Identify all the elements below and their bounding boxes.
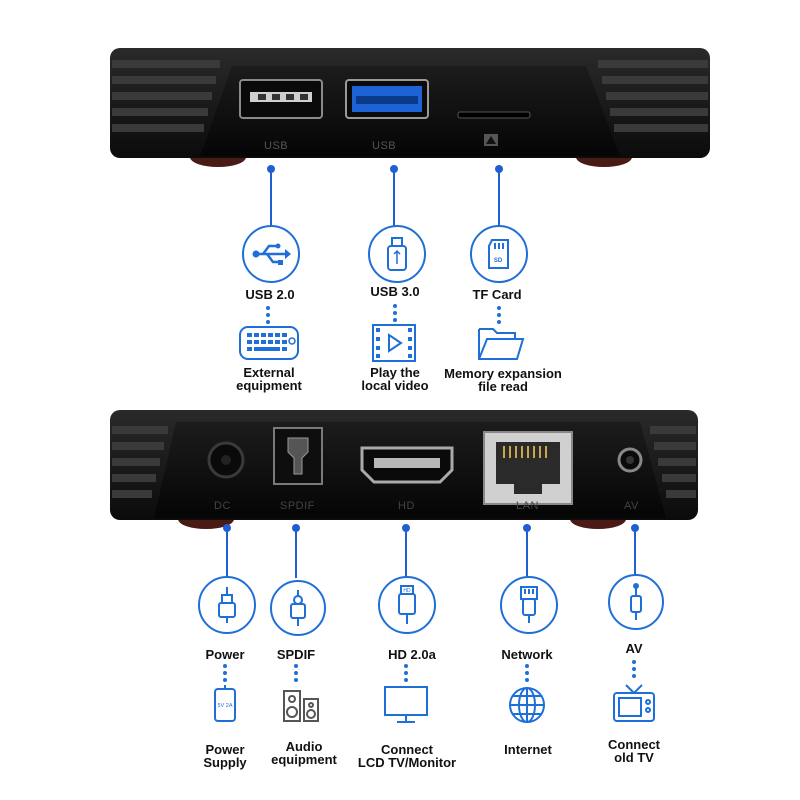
port-label-spdif: SPDIF [280, 500, 315, 512]
port-label-usb-3: USB [372, 140, 397, 152]
network-use-line-1: Internet [504, 742, 552, 757]
connector-line-av [634, 530, 636, 576]
av-jack-icon [630, 583, 642, 620]
usb-3-circle [368, 225, 426, 283]
power-plug-icon [218, 587, 236, 623]
connector-dot-lan [523, 524, 531, 532]
usb-3-use-line-1: Play the [370, 365, 420, 380]
spdif-label: SPDIF [276, 647, 316, 662]
hdmi-cable-icon: HD [398, 585, 416, 624]
video-play-icon-wrap [364, 322, 424, 364]
sd-card-icon: SD [488, 239, 509, 269]
tf-use-line-2: file read [478, 379, 528, 394]
svg-text:HD: HD [403, 588, 411, 594]
dots-hd [404, 664, 408, 685]
dots-power [223, 664, 227, 685]
hd-circle: HD [378, 576, 436, 634]
dots-usb3 [393, 304, 397, 325]
connector-dot-dc [223, 524, 231, 532]
tf-card-label: TF Card [472, 287, 522, 302]
globe-icon-wrap [505, 684, 549, 726]
old-tv-icon-wrap [610, 682, 658, 726]
keyboard-icon [239, 326, 299, 360]
tf-card-circle: SD [470, 225, 528, 283]
globe-icon [509, 687, 545, 723]
connector-line-lan [526, 530, 528, 578]
adapter-rating-text: 5V 2A [218, 703, 233, 709]
usb-2-circle [242, 225, 300, 283]
bottom-device-body [110, 410, 698, 529]
video-play-icon [372, 324, 416, 362]
usb-2-label: USB 2.0 [245, 287, 295, 302]
port-label-lan: LAN [516, 500, 539, 512]
dots-usb2 [266, 306, 270, 327]
dots-av [632, 660, 636, 681]
network-label: Network [501, 647, 553, 662]
tf-use-line-1: Memory expansion [444, 366, 562, 381]
connector-dot-hd [402, 524, 410, 532]
hd-label: HD 2.0a [388, 647, 436, 662]
usb-stick-icon [387, 237, 407, 271]
connector-line-dc [226, 530, 228, 578]
hd-use-line-1: Connect [381, 742, 433, 757]
av-label: AV [625, 641, 643, 656]
connector-dot-usb2 [267, 165, 275, 173]
connector-dot-tf [495, 165, 503, 173]
monitor-icon [384, 686, 428, 723]
connector-line-spdif [295, 530, 297, 578]
hd-use-line-2: LCD TV/Monitor [357, 755, 457, 770]
dots-tf [497, 306, 501, 327]
power-adapter-icon-wrap: 5V 2A [210, 684, 240, 726]
usb-3-use-line-2: local video [361, 378, 429, 393]
bottom-device: DC SPDIF HD LAN AV [0, 400, 800, 540]
monitor-icon-wrap [382, 684, 430, 726]
top-device-body [110, 48, 710, 167]
power-use-line-2: Supply [203, 755, 247, 770]
connector-dot-spdif [292, 524, 300, 532]
port-label-hd: HD [398, 500, 415, 512]
svg-text:SD: SD [494, 258, 503, 264]
connector-line-usb2 [270, 170, 272, 228]
av-use-line-1: Connect [608, 737, 660, 752]
port-label-av: AV [624, 500, 639, 512]
network-circle [500, 576, 558, 634]
power-label: Power [205, 647, 245, 662]
dots-network [525, 664, 529, 685]
connector-line-usb3 [393, 170, 395, 226]
usb-3-label: USB 3.0 [370, 284, 420, 299]
usb-2-use-line-2: equipment [236, 378, 302, 393]
av-use-line-2: old TV [614, 750, 654, 765]
port-label-usb-2: USB [264, 140, 289, 152]
power-use-line-1: Power [205, 742, 245, 757]
usb-icon [252, 243, 291, 265]
folder-icon [478, 328, 525, 360]
keyboard-icon-wrap [234, 322, 304, 364]
connector-dot-usb3 [390, 165, 398, 173]
usb-2-use-line-1: External [243, 365, 295, 380]
folder-icon-wrap [472, 322, 528, 364]
optical-cable-icon [290, 590, 306, 626]
top-device: USB USB [0, 0, 800, 200]
spdif-use-line-1: Audio [285, 739, 323, 754]
ethernet-cable-icon [520, 586, 538, 623]
av-circle [608, 574, 664, 630]
speaker-icon [283, 690, 319, 722]
connector-dot-av [631, 524, 639, 532]
dots-spdif [294, 664, 298, 685]
spdif-circle [270, 580, 326, 636]
speaker-icon-wrap [278, 684, 326, 726]
power-circle [198, 576, 256, 634]
old-tv-icon [613, 684, 655, 722]
port-label-dc: DC [214, 500, 231, 512]
spdif-use-line-2: equipment [271, 752, 337, 767]
power-adapter-icon: 5V 2A [214, 685, 236, 722]
connector-line-tf [498, 170, 500, 228]
connector-line-hd [405, 530, 407, 578]
